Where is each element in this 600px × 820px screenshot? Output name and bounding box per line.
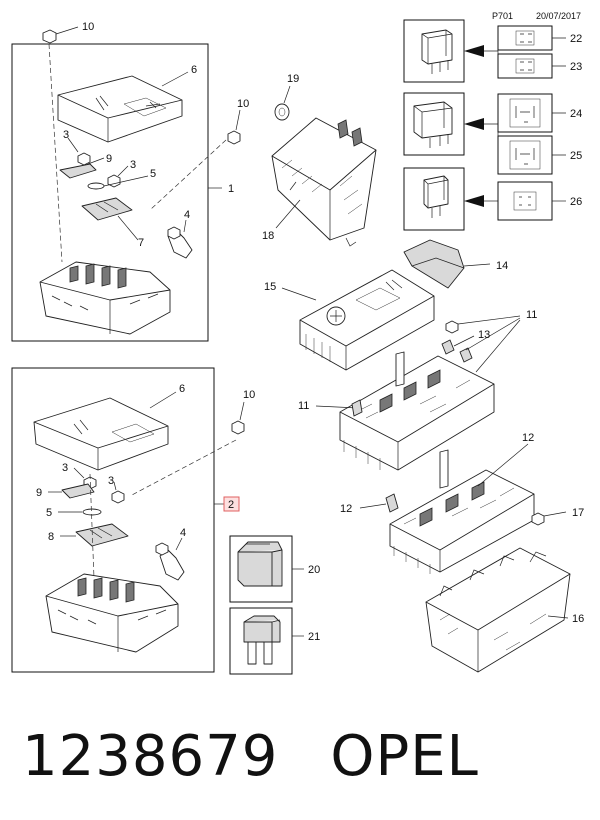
callout-label-6b: 6 [179, 383, 185, 395]
pinout-box-25 [497, 135, 553, 175]
callout-label-14: 14 [496, 260, 508, 272]
callout-label-18: 18 [262, 230, 274, 242]
fuse-frame-21 [229, 607, 293, 675]
fuse-group-21: 21 [229, 607, 320, 675]
callout-label-11b: 11 [526, 309, 537, 321]
brand-name: OPEL [330, 724, 479, 789]
bracket-part-9-bottom [48, 483, 95, 499]
fuse-box-lid-part-14: 14 [403, 239, 508, 289]
clip-part-12: 12 [340, 493, 399, 515]
arrow-24-25 [464, 118, 484, 130]
bracket-part-9-top [59, 157, 105, 179]
callout-label-3d: 3 [108, 475, 114, 487]
diagram-date: 20/07/2017 [536, 11, 581, 21]
pinout-box-24 [497, 93, 553, 133]
washer-part-5-top [87, 175, 149, 190]
assembly-1-group: 10 6 3 9 3 5 1 7 4 [11, 21, 234, 342]
highlighted-callout-2: 2 [214, 496, 240, 512]
callout-label-13: 13 [478, 329, 490, 341]
relay-group-24-25: 24 25 [403, 92, 582, 175]
callout-label-10b: 10 [237, 98, 249, 110]
callout-label-16: 16 [572, 613, 584, 625]
fuse-box-base-top [39, 261, 171, 335]
nut-part-10-middle: 10 [227, 98, 249, 145]
fuse-box-cover-part-6-bottom [33, 391, 177, 471]
arrow-26 [464, 195, 484, 207]
callout-label-7: 7 [138, 237, 144, 249]
callout-label-9b: 9 [36, 487, 42, 499]
assembly-1-frame [11, 43, 209, 342]
callout-label-2: 2 [228, 499, 234, 511]
callout-label-12b: 12 [340, 503, 352, 515]
relay-bracket-part-18: 18 [262, 117, 377, 247]
clip-part-11 [351, 399, 363, 417]
nut-part-10-top [42, 26, 79, 263]
washer-part-5-bottom [58, 508, 102, 516]
callout-label-6a: 6 [191, 64, 197, 76]
callout-label-4b: 4 [180, 527, 186, 539]
fuse-box-housing-part-16: 16 [425, 547, 584, 673]
callout-label-21: 21 [308, 631, 320, 643]
nut-part-3-left-a [67, 137, 91, 166]
pinout-box-22 [497, 25, 553, 51]
grommet-part-19: 19 [274, 73, 299, 121]
callout-label-20: 20 [308, 564, 320, 576]
arrow-22-23 [464, 45, 484, 57]
part-footer: 1238679 OPEL [22, 712, 479, 802]
fuse-box-base-bottom [45, 573, 179, 653]
relay-group-22-23: 22 23 [403, 19, 582, 83]
callout-label-5b: 5 [46, 507, 52, 519]
callout-label-25: 25 [570, 150, 582, 162]
relay-group-26: 26 [403, 167, 582, 231]
pinout-box-26 [497, 181, 553, 221]
relay-frame-26 [403, 167, 465, 231]
callout-label-15: 15 [264, 281, 276, 293]
cable-terminal-part-4-top [149, 139, 227, 259]
callout-label-24: 24 [570, 108, 582, 120]
nut-part-17: 17 [531, 507, 584, 526]
nut-part-10-bottom: 10 [231, 389, 255, 435]
assembly-2-frame [11, 367, 215, 673]
callout-label-4a: 4 [184, 209, 190, 221]
fuse-box-cover-part-15: 15 [264, 269, 435, 371]
callout-label-5a: 5 [150, 168, 156, 180]
cable-terminal-part-4-bottom [155, 537, 185, 581]
part-number: 1238679 [22, 724, 279, 789]
fuse-box-cover-part-6-top [57, 71, 189, 143]
callout-label-11a: 11 [298, 400, 309, 412]
callout-label-3c: 3 [62, 462, 68, 474]
callout-label-8: 8 [48, 531, 54, 543]
callout-label-3b: 3 [130, 159, 136, 171]
callout-label-22: 22 [570, 33, 582, 45]
busbar-part-7 [81, 197, 139, 241]
exploded-parts-diagram: P701 20/07/2017 [11, 11, 584, 675]
callout-label-19: 19 [287, 73, 299, 85]
callout-label-3a: 3 [63, 129, 69, 141]
callout-label-10c: 10 [243, 389, 255, 401]
clips-part-13: 11 13 [441, 309, 537, 373]
fuse-carrier-part-12: 12 [389, 432, 535, 574]
assembly-2-group: 6 3 9 3 5 8 4 [11, 367, 237, 673]
page-code: P701 [492, 11, 513, 21]
callout-label-1: 1 [228, 183, 234, 195]
nut-part-3-right-b [111, 481, 125, 504]
callout-label-26: 26 [570, 196, 582, 208]
callout-label-10a: 10 [82, 21, 94, 33]
callout-label-9a: 9 [106, 153, 112, 165]
callout-label-17: 17 [572, 507, 584, 519]
busbar-part-8 [60, 523, 129, 547]
callout-label-23: 23 [570, 61, 582, 73]
fuse-group-20: 20 [229, 535, 320, 603]
pinout-box-23 [497, 53, 553, 79]
nut-part-3-right-a [107, 165, 129, 188]
callout-label-12a: 12 [522, 432, 534, 444]
fuse-carrier-part-11 [315, 351, 495, 489]
